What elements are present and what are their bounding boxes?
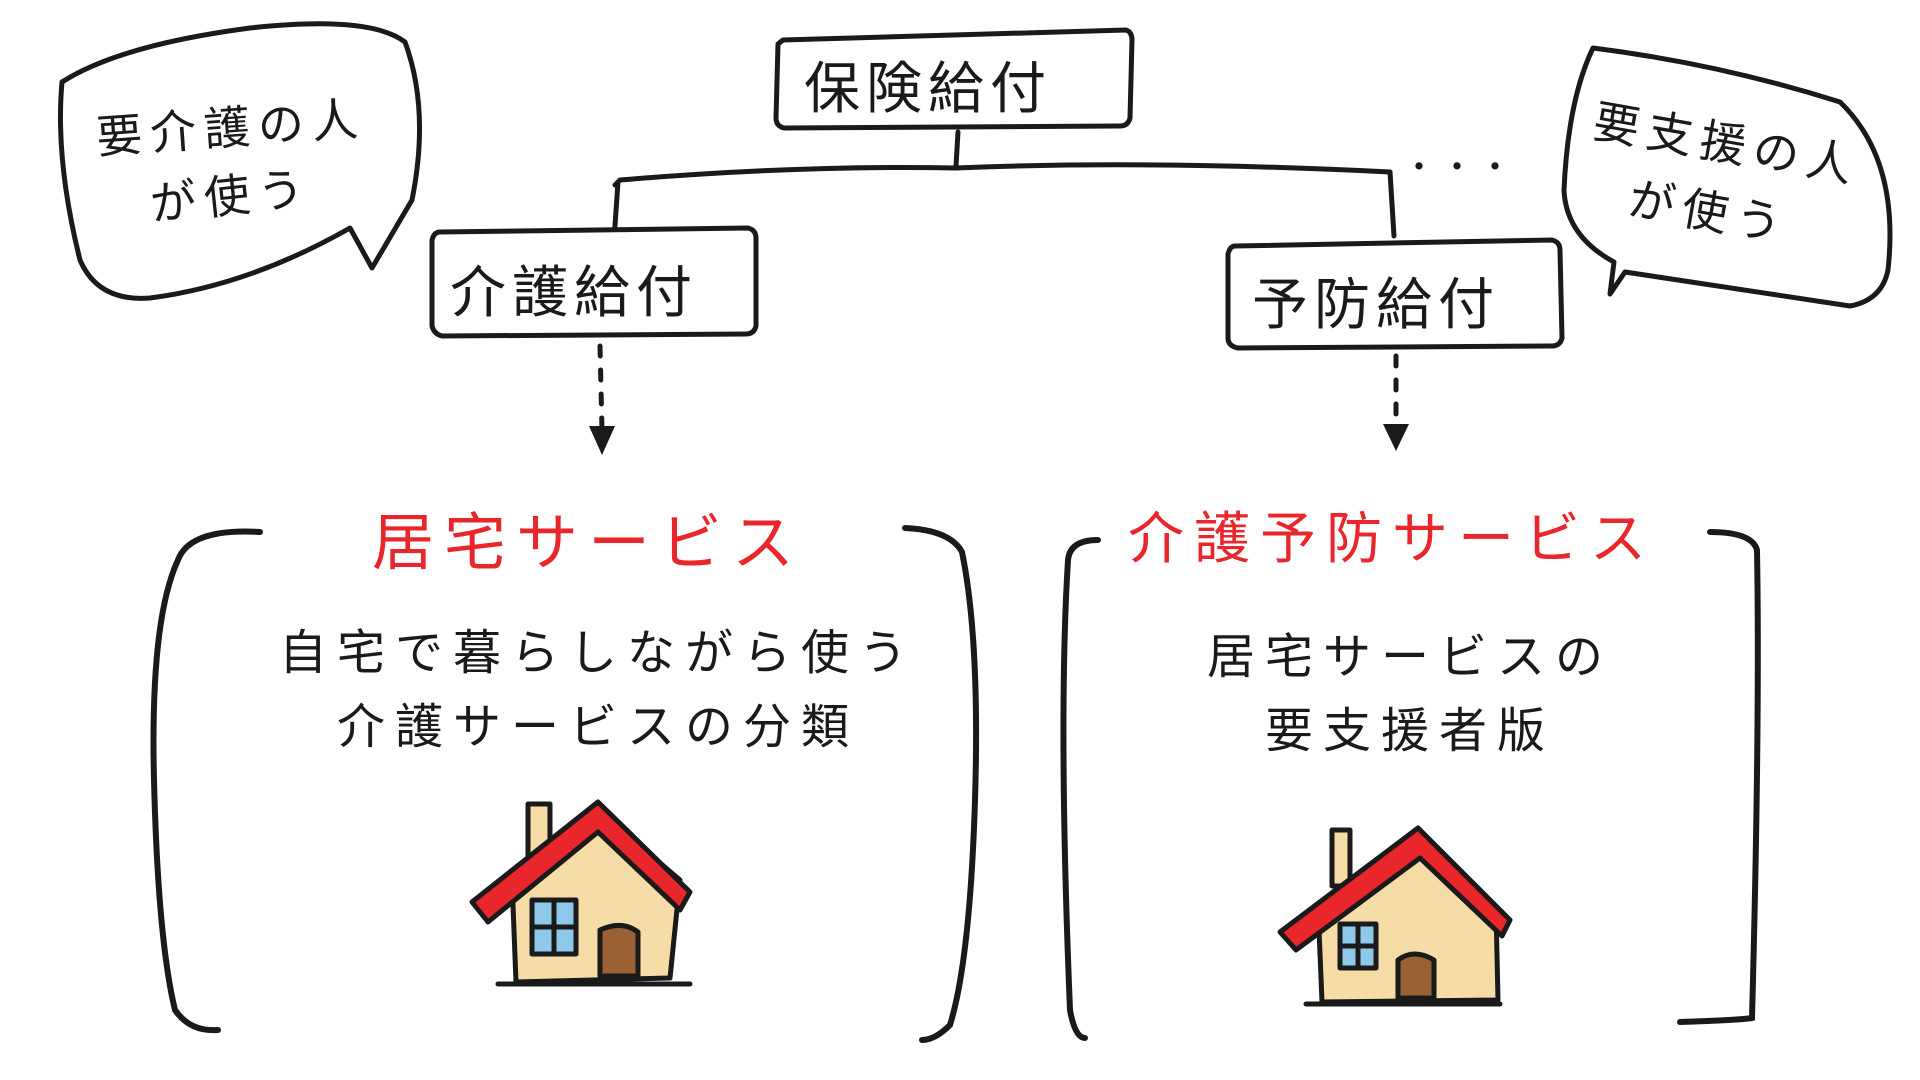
left-house-icon — [469, 799, 693, 987]
right-section-title: 介護予防サービス — [1128, 507, 1656, 572]
more-branches-ellipsis: ・・・ — [1402, 148, 1516, 188]
left-arrowhead — [589, 426, 615, 455]
right-box — [1225, 237, 1565, 351]
branch-horizontal-line — [612, 162, 1393, 188]
right-section-description-line-1: 居宅サービスの — [1206, 629, 1613, 685]
left-section-open-bracket — [150, 528, 263, 1034]
left-section-description-line-2: 介護サービスの分類 — [336, 699, 859, 755]
right-house-icon — [1277, 825, 1513, 1007]
right-arrowhead — [1383, 424, 1409, 451]
right-box-label: 予防給付 — [1252, 273, 1500, 338]
left-section-close-bracket — [902, 525, 980, 1043]
root-box-label: 保険給付 — [804, 57, 1052, 122]
right-speech-bubble — [1561, 45, 1893, 309]
right-branch-line — [1387, 169, 1397, 239]
left-box — [429, 225, 759, 339]
left-section-description-line-1: 自宅で暮らしながら使う — [278, 625, 917, 681]
right-section-close-bracket — [1677, 529, 1761, 1025]
root-box — [773, 27, 1135, 131]
right-section-description-line-2: 要支援者版 — [1264, 703, 1555, 759]
left-section-title: 居宅サービス — [372, 506, 805, 579]
right-section-open-bracket — [1060, 537, 1101, 1041]
root-stem-line — [953, 129, 961, 169]
left-speech-bubble — [57, 21, 422, 301]
left-dashed-arrow-line — [597, 343, 605, 433]
left-box-label: 介護給付 — [450, 261, 698, 326]
